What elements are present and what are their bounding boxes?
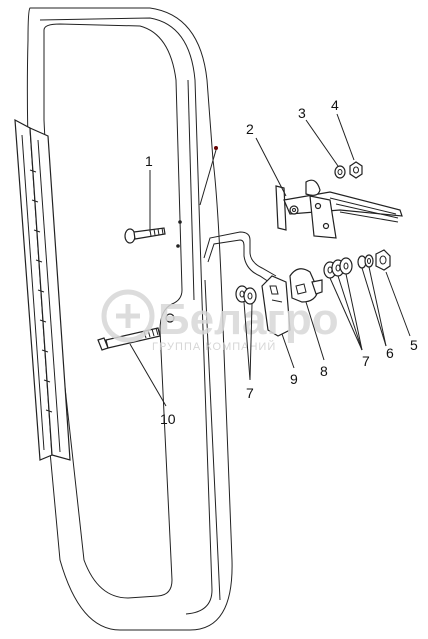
callouts: 1 2 3 4 5 6 7 7 8 9 10 bbox=[145, 97, 418, 427]
washers-part-7-right bbox=[323, 257, 353, 279]
leader-2 bbox=[255, 137, 287, 197]
leader-3 bbox=[305, 119, 339, 167]
callout-3: 3 bbox=[298, 105, 306, 121]
bolt-part-1 bbox=[124, 227, 166, 244]
nut-part-4 bbox=[349, 161, 363, 179]
leader-7b-1 bbox=[329, 277, 363, 351]
callout-5: 5 bbox=[410, 337, 418, 353]
lever-part-9 bbox=[261, 275, 291, 337]
washers-part-7-left bbox=[235, 285, 257, 305]
leader-6b bbox=[368, 266, 387, 347]
leader-4 bbox=[336, 113, 355, 161]
callout-1: 1 bbox=[145, 153, 153, 169]
leader-5 bbox=[385, 271, 411, 337]
leader-6a bbox=[361, 267, 387, 347]
belagro-logo-icon bbox=[101, 289, 155, 343]
cam-part-8 bbox=[289, 268, 323, 303]
callout-7-right: 7 bbox=[362, 353, 370, 369]
callout-8: 8 bbox=[320, 363, 328, 379]
callout-9: 9 bbox=[290, 371, 298, 387]
leader-7b-3 bbox=[345, 273, 363, 351]
leader-9 bbox=[281, 333, 295, 369]
leader-7a-2 bbox=[249, 303, 253, 381]
hinge-strip bbox=[14, 118, 71, 461]
leader-7a-1 bbox=[243, 301, 251, 381]
leader-10 bbox=[129, 343, 167, 407]
callout-7-left: 7 bbox=[246, 385, 254, 401]
washer-part-3 bbox=[334, 165, 346, 179]
leader-frame bbox=[199, 149, 217, 206]
leader-7b-2 bbox=[337, 275, 363, 351]
latch-bracket-part-2 bbox=[275, 179, 403, 239]
washers-part-6 bbox=[357, 254, 374, 269]
callout-10: 10 bbox=[160, 411, 176, 427]
watermark-brand: Белагро bbox=[158, 295, 339, 344]
nut-part-5 bbox=[375, 249, 391, 271]
callout-2: 2 bbox=[246, 121, 254, 137]
leader-lines bbox=[129, 113, 411, 407]
watermark-tagline: ГРУППА КОМПАНИЙ bbox=[152, 340, 276, 353]
leader-8 bbox=[305, 301, 325, 361]
callout-6: 6 bbox=[386, 345, 394, 361]
latch-rod bbox=[203, 231, 277, 285]
watermark: Белагро ГРУППА КОМПАНИЙ bbox=[101, 289, 339, 353]
callout-4: 4 bbox=[331, 97, 339, 113]
